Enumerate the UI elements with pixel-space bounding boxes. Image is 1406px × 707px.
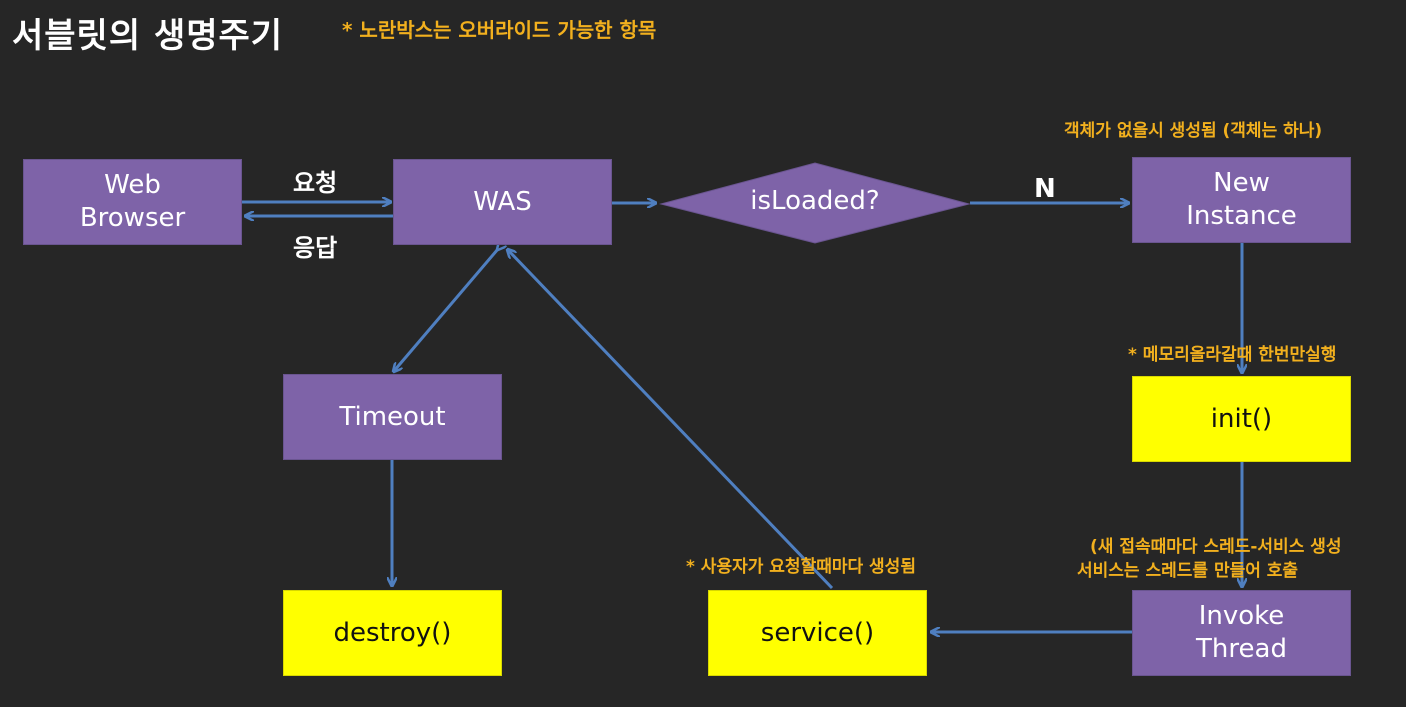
was-label: WAS	[473, 186, 532, 217]
destroy-label: destroy()	[333, 617, 452, 648]
page-title: 서블릿의 생명주기	[12, 16, 284, 56]
init-label: init()	[1210, 403, 1273, 434]
new-instance-box: New Instance	[1132, 157, 1351, 243]
request-label: 요청	[293, 169, 338, 197]
service-label: service()	[760, 617, 875, 648]
page-subtitle: * 노란박스는 오버라이드 가능한 항목	[342, 18, 657, 42]
init-box: init()	[1132, 376, 1351, 462]
was-timeout-arrow	[394, 249, 498, 371]
destroy-box: destroy()	[283, 590, 502, 676]
no-label: N	[1034, 174, 1056, 204]
isloaded-label: isLoaded?	[750, 186, 880, 216]
was-box: WAS	[393, 159, 612, 245]
invoke-thread-box: Invoke Thread	[1132, 590, 1351, 676]
invoke-note-line1: (새 접속때마다 스레드-서비스 생성	[1090, 537, 1342, 557]
init-note: * 메모리올라갈때 한번만실행	[1128, 345, 1337, 365]
timeout-box: Timeout	[283, 374, 502, 460]
web-browser-box: Web Browser	[23, 159, 242, 245]
timeout-label: Timeout	[339, 401, 446, 432]
response-label: 응답	[293, 234, 338, 262]
isloaded-diamond	[659, 162, 971, 244]
service-to-was-arrow	[508, 250, 834, 590]
service-box: service()	[708, 590, 927, 676]
service-note: * 사용자가 요청할때마다 생성됨	[686, 557, 916, 577]
invoke-note-line2: 서비스는 스레드를 만들어 호출	[1077, 561, 1299, 581]
web-browser-label: Web Browser	[79, 170, 186, 233]
new-instance-label: New Instance	[1186, 168, 1297, 231]
new-instance-note: 객체가 없을시 생성됨 (객체는 하나)	[1064, 121, 1323, 141]
invoke-thread-label: Invoke Thread	[1196, 601, 1287, 664]
